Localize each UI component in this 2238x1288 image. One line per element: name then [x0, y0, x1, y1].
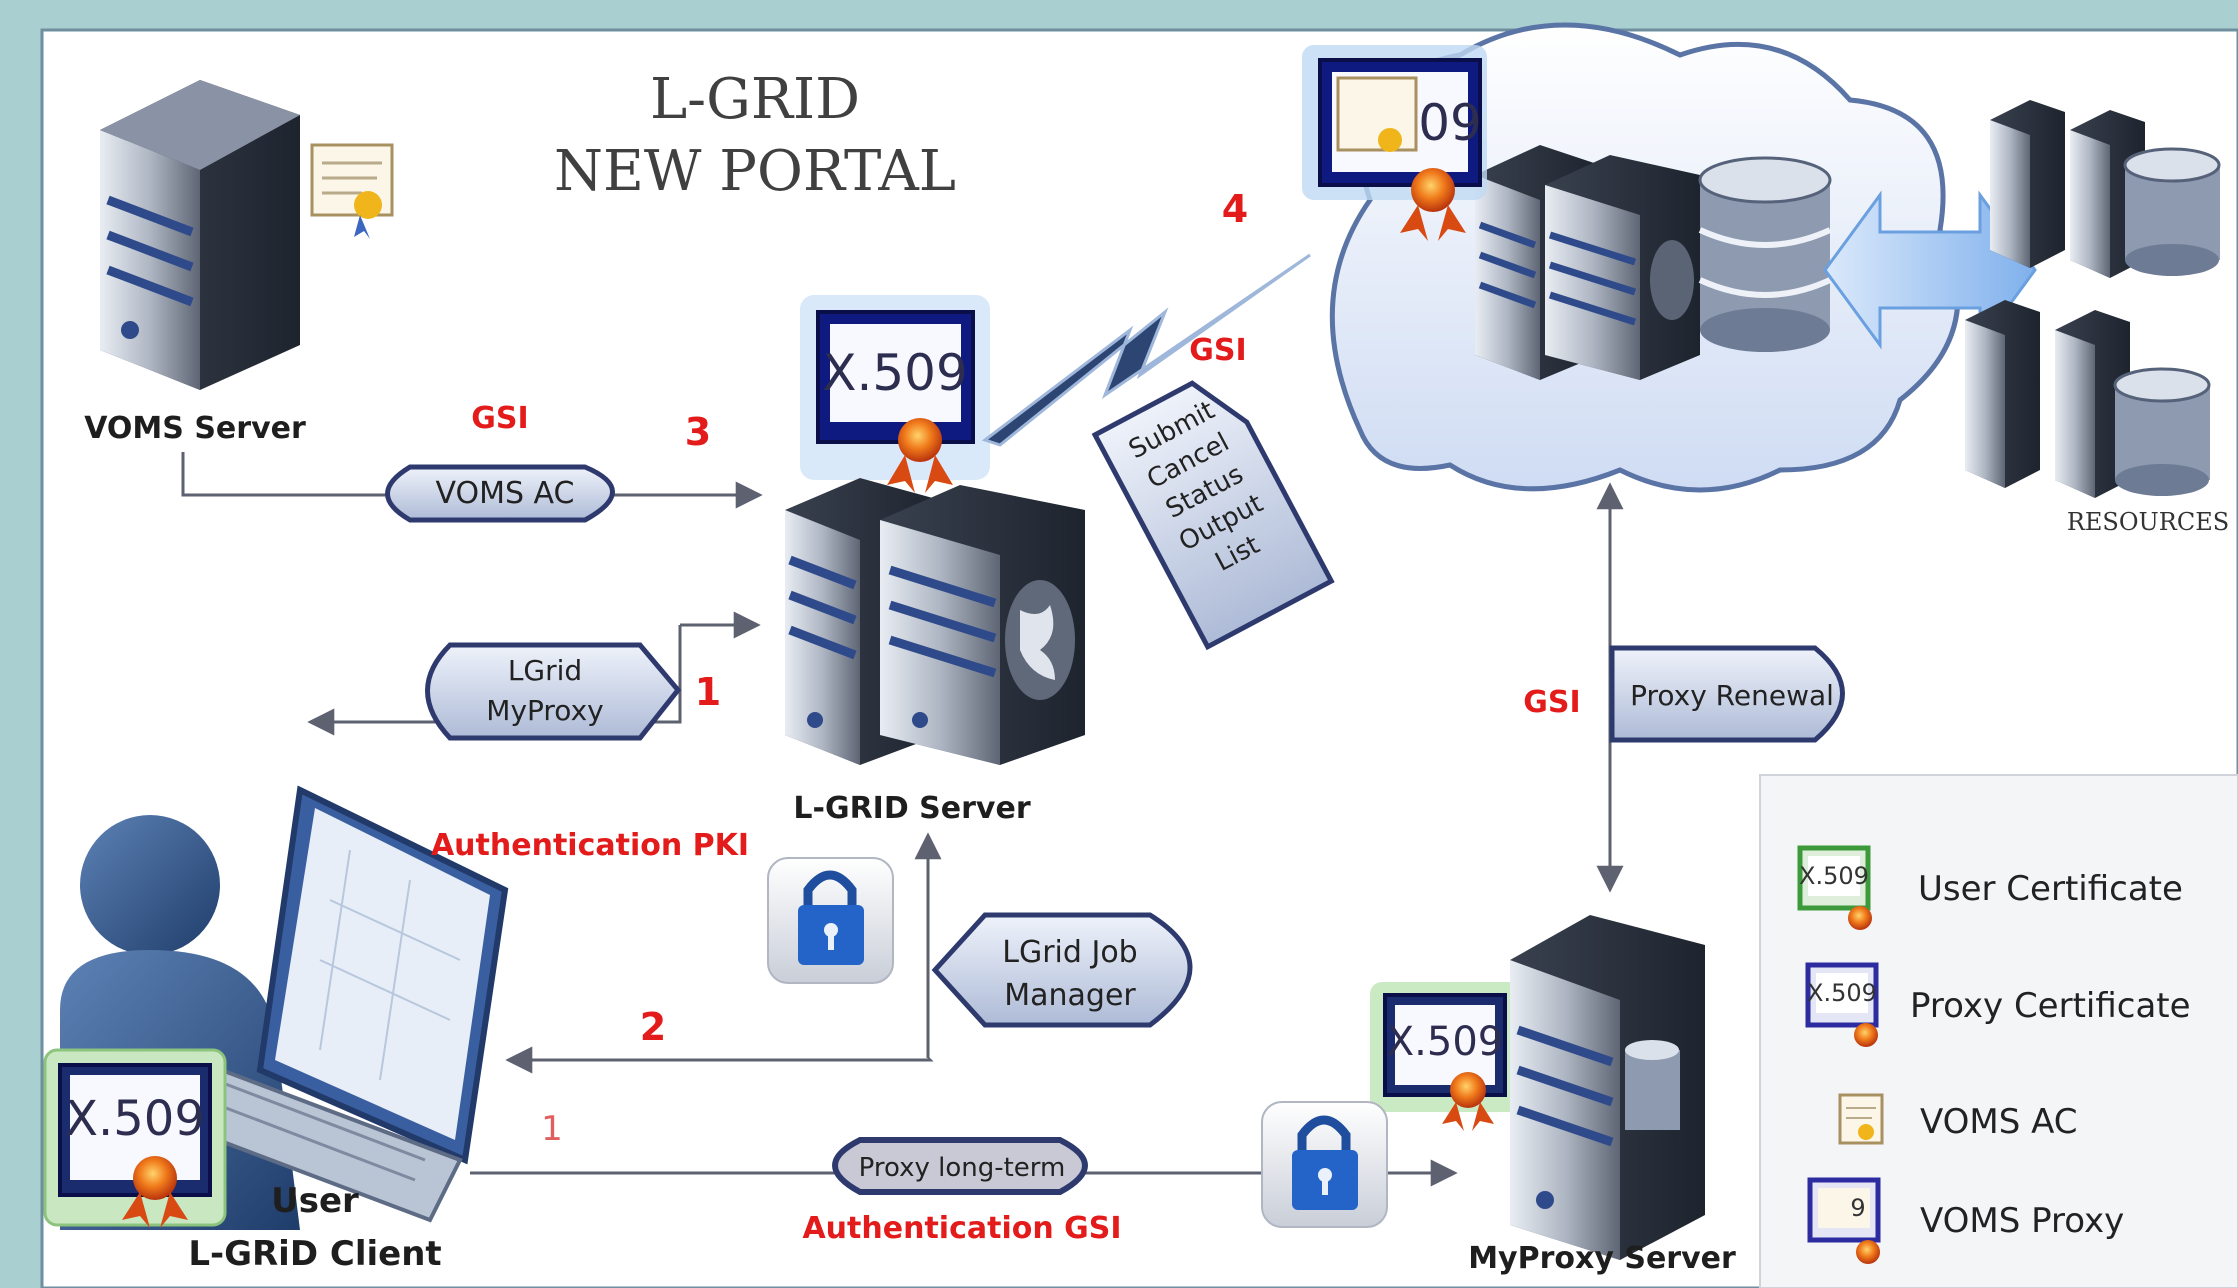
title-line-1: L-GRID [650, 67, 860, 132]
laptop-icon [162, 785, 509, 1223]
gsi-label-voms: GSI [471, 401, 528, 436]
gsi-label-renewal: GSI [1523, 685, 1580, 720]
client-label-2: L-GRiD Client [188, 1234, 441, 1274]
myproxy-x509-label: X.509 [1387, 1019, 1503, 1065]
voms-server-icon [100, 80, 300, 390]
voms-ac-pill: VOMS AC [385, 464, 615, 523]
authentication-pki-label: Authentication PKI [431, 828, 749, 863]
step-3-label: 3 [685, 410, 711, 454]
lgrid-myproxy-pill: LGrid MyProxy [425, 642, 682, 741]
myproxy-server-icon [1510, 915, 1705, 1260]
cloud-database-icon [1698, 156, 1832, 352]
step-1-label: 1 [695, 670, 721, 714]
client-label-1: User [271, 1181, 359, 1221]
job-manager-label-2: Manager [1004, 978, 1136, 1013]
lgrid-server-icon [785, 478, 1085, 765]
proxy-renewal-pill: Proxy Renewal [1609, 645, 1845, 743]
lgrid-job-manager-pill: LGrid Job Manager [931, 912, 1193, 1028]
resources-double-arrow [1823, 190, 2037, 350]
legend-label-user-certificate: User Certificate [1918, 869, 2183, 909]
legend: X.509 User Certificate X.509 Proxy Certi… [1759, 774, 2238, 1288]
legend-badge-voms-proxy: 9 [1850, 1194, 1865, 1222]
lock-icon [767, 857, 894, 984]
legend-item-proxy-certificate: X.509 Proxy Certificate [1805, 962, 2191, 1047]
step-2-label: 2 [640, 1005, 666, 1049]
lgrid-server-label: L-GRID Server [793, 791, 1030, 826]
gsi-connection-bolt [981, 253, 1311, 447]
proxy-long-term-pill: Proxy long-term [832, 1137, 1088, 1195]
gsi-label-cloud: GSI [1189, 333, 1246, 368]
resources-label: RESOURCES [2067, 508, 2229, 536]
legend-label-voms-ac: VOMS AC [1920, 1102, 2078, 1142]
myproxy-certificate-icon: X.509 [1370, 982, 1520, 1131]
cloud-x509-label: 09 [1418, 94, 1482, 152]
client-x509-label: X.509 [65, 1091, 205, 1147]
job-manager-return-arrow [505, 1046, 934, 1074]
voms-ac-pill-label: VOMS AC [435, 476, 574, 511]
resources-icon [1965, 100, 2221, 498]
voms-ac-certificate-icon [310, 143, 394, 239]
proxy-long-term-label: Proxy long-term [859, 1153, 1066, 1183]
myproxy-return-arrow [307, 625, 682, 736]
client-certificate-icon: X.509 [43, 1048, 227, 1228]
title-line-2: NEW PORTAL [554, 139, 956, 204]
myproxy-server-label: MyProxy Server [1468, 1241, 1736, 1276]
proxy-renewal-label: Proxy Renewal [1630, 679, 1834, 712]
legend-badge-user: X.509 [1799, 862, 1869, 890]
job-manager-label-1: LGrid Job [1002, 935, 1137, 970]
legend-label-voms-proxy: VOMS Proxy [1920, 1201, 2124, 1241]
legend-item-voms-ac: VOMS AC [1838, 1093, 2078, 1145]
step-1b-label: 1 [541, 1109, 563, 1149]
voms-server-label: VOMS Server [84, 411, 306, 446]
lgrid-x509-label: X.509 [822, 344, 968, 402]
step-4-label: 4 [1222, 187, 1248, 231]
legend-label-proxy-certificate: Proxy Certificate [1910, 986, 2191, 1026]
authentication-gsi-label: Authentication GSI [802, 1211, 1121, 1246]
lgrid-server-certificate-icon: X.509 [800, 295, 990, 493]
legend-badge-proxy: X.509 [1807, 979, 1877, 1007]
lgrid-myproxy-label-2: MyProxy [486, 694, 603, 727]
lgrid-myproxy-label-1: LGrid [508, 654, 582, 687]
grid-cloud-icon [1329, 22, 1961, 493]
legend-item-user-certificate: X.509 User Certificate [1797, 845, 2183, 930]
operations-tag: Submit Cancel Status Output List [1091, 380, 1335, 651]
lock-icon-gsi [1261, 1101, 1388, 1228]
cloud-certificate-icon: 09 [1302, 45, 1487, 241]
legend-item-voms-proxy: 9 VOMS Proxy [1807, 1177, 2124, 1264]
